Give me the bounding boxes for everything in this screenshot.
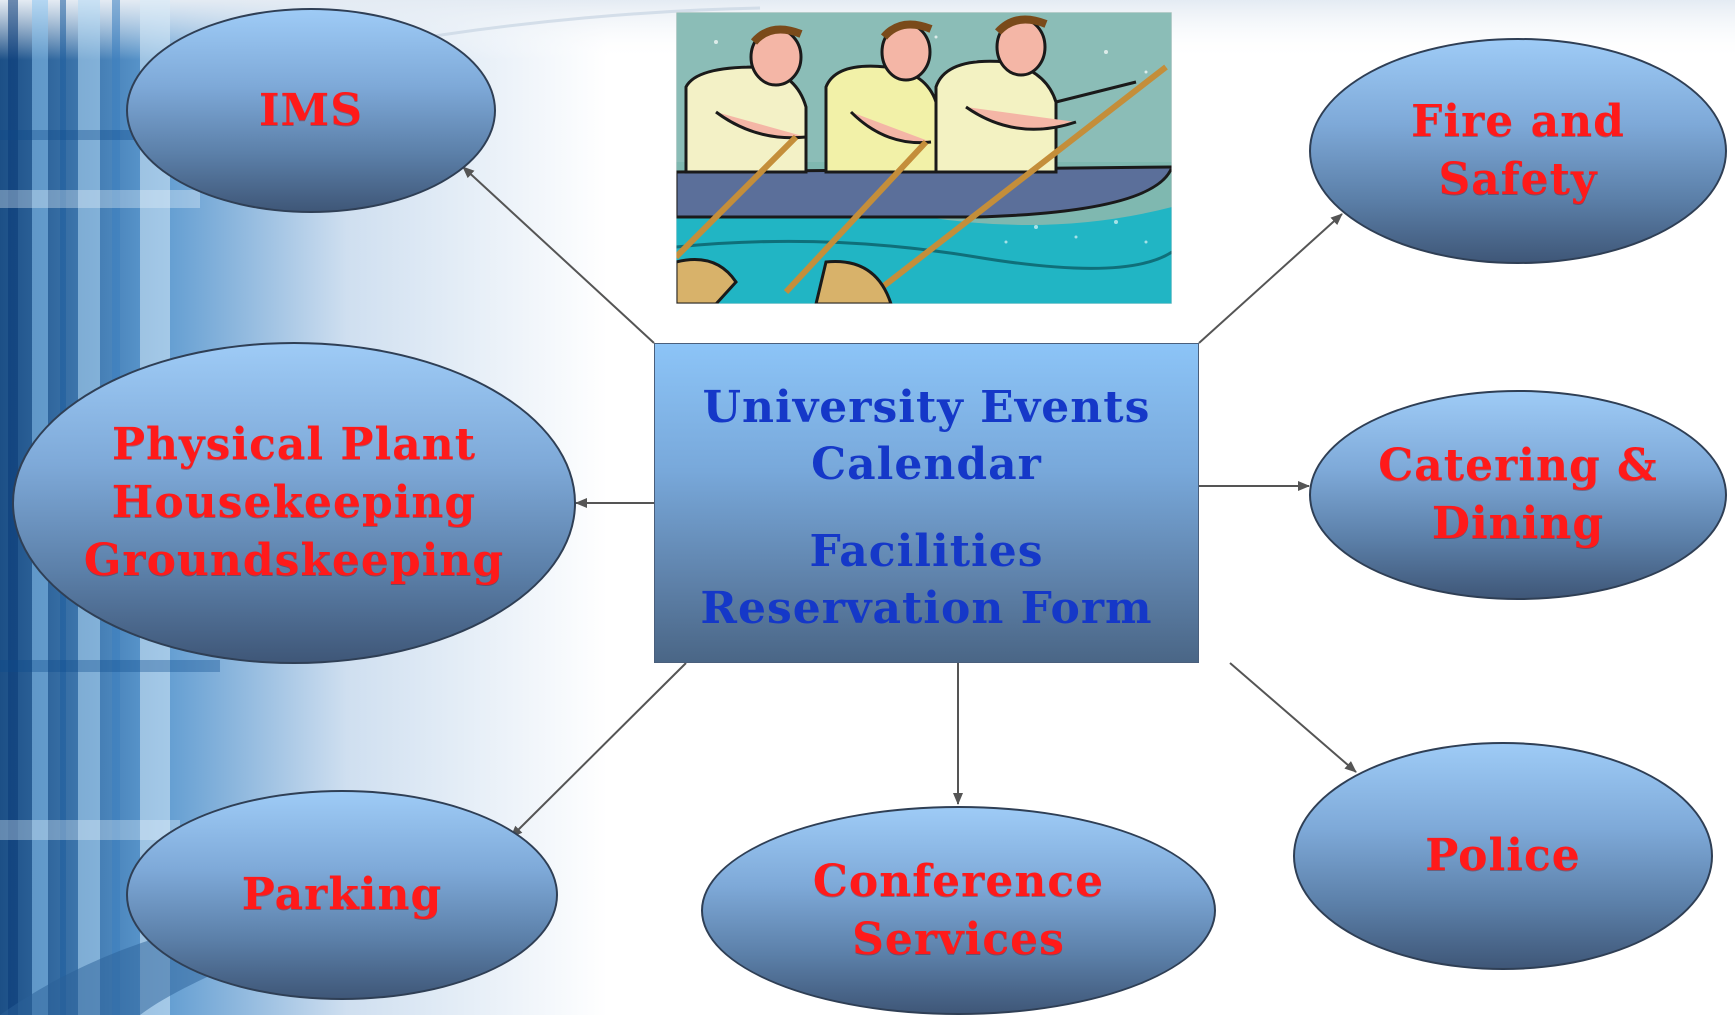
node-fire-safety-label: Fire and Safety: [1411, 96, 1625, 205]
node-police-label: Police: [1425, 830, 1581, 881]
node-parking: Parking: [126, 790, 558, 1000]
arrow-to-parking: [510, 662, 687, 838]
center-title: University Events Calendar: [702, 382, 1151, 490]
node-parking-label: Parking: [241, 869, 443, 920]
central-box-events-calendar: University Events Calendar Facilities Re…: [654, 343, 1199, 663]
arrow-to-fire-safety: [1198, 213, 1343, 344]
node-ims: IMS: [126, 8, 496, 213]
node-catering-dining-label: Catering & Dining: [1378, 440, 1658, 549]
node-conference-services-label: Conference Services: [812, 855, 1105, 965]
node-physical-plant: Physical Plant Housekeeping Groundskeepi…: [12, 342, 576, 664]
rowing-team-illustration: [676, 12, 1172, 304]
center-subtitle: Facilities Reservation Form: [700, 526, 1153, 634]
node-ims-label: IMS: [258, 84, 364, 136]
node-physical-plant-label: Physical Plant Housekeeping Groundskeepi…: [83, 419, 505, 586]
node-police: Police: [1293, 742, 1713, 970]
arrow-to-ims: [462, 166, 655, 344]
node-fire-safety: Fire and Safety: [1309, 38, 1727, 264]
arrow-to-police: [1229, 662, 1357, 773]
node-conference-services: Conference Services: [701, 806, 1216, 1015]
node-catering-dining: Catering & Dining: [1309, 390, 1727, 600]
